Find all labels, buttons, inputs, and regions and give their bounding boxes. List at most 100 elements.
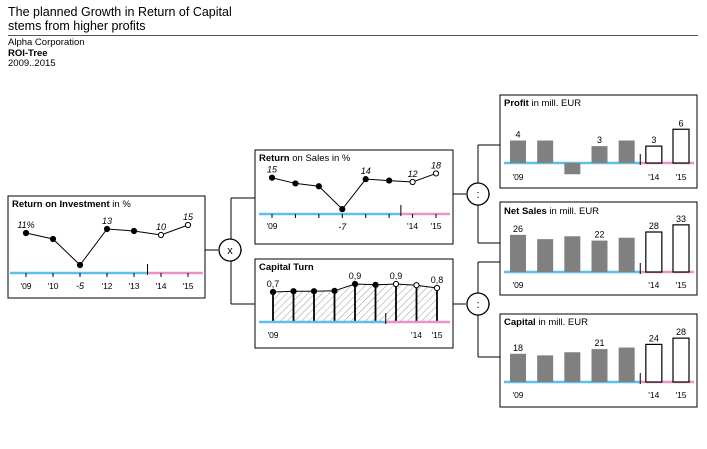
data-point — [409, 178, 416, 186]
data-label: -7 — [338, 222, 347, 232]
tick-label: '15 — [675, 390, 686, 400]
data-label: 18 — [513, 343, 523, 353]
bar — [591, 349, 608, 382]
title-line-2: stems from higher profits — [8, 19, 146, 33]
data-label: 21 — [594, 338, 604, 348]
panel-title: Return on Investment in % — [12, 199, 131, 210]
data-label: 15 — [267, 165, 278, 175]
data-point — [339, 206, 346, 213]
data-label: 26 — [513, 224, 523, 234]
title-divider — [8, 35, 698, 36]
data-label: 24 — [649, 333, 659, 343]
data-point — [372, 281, 379, 288]
data-label: 3 — [651, 135, 656, 145]
data-label: 10 — [156, 222, 166, 232]
data-label: 0,7 — [267, 279, 280, 289]
bar — [591, 240, 608, 272]
data-point — [157, 231, 165, 239]
data-label: 28 — [676, 327, 686, 337]
bar — [510, 140, 526, 163]
data-point — [386, 177, 393, 184]
bar — [645, 145, 663, 164]
bar — [672, 337, 690, 383]
bar — [537, 239, 554, 272]
data-point — [292, 180, 299, 187]
bar — [672, 128, 690, 164]
data-label: 0,8 — [431, 275, 444, 285]
data-label: 15 — [183, 212, 194, 222]
bar — [537, 140, 554, 163]
bar — [564, 236, 581, 272]
data-point — [76, 261, 84, 269]
data-point — [315, 183, 322, 190]
tick-label: '15 — [675, 172, 686, 182]
data-point — [22, 229, 30, 237]
data-label: 11% — [17, 220, 34, 230]
svg-text:x: x — [227, 245, 233, 257]
tick-label: '13 — [128, 281, 139, 291]
data-label: 33 — [676, 214, 686, 224]
tick-label: '09 — [512, 280, 523, 290]
report-period: 2009..2015 — [8, 58, 56, 69]
svg-text::: : — [476, 189, 479, 201]
bar — [564, 163, 581, 175]
bar — [591, 146, 608, 163]
data-label: 28 — [649, 221, 659, 231]
svg-text::: : — [476, 299, 479, 311]
data-point — [184, 221, 192, 229]
tick-label: '15 — [431, 330, 442, 340]
panel-return-on-investment: Return on Investment in % 11% -5 13 10 15 '09… — [7, 195, 206, 299]
data-point — [392, 280, 400, 288]
tick-label: '10 — [47, 281, 58, 291]
data-point — [413, 282, 420, 289]
data-point — [331, 287, 338, 294]
bar — [618, 237, 635, 272]
tick-label: '09 — [267, 330, 278, 340]
bar — [510, 353, 526, 382]
data-point — [432, 170, 440, 177]
tick-label: '14 — [407, 221, 418, 231]
tick-label: '15 — [675, 280, 686, 290]
tick-label: '14 — [411, 330, 422, 340]
panel-title: Capital Turn — [259, 262, 314, 273]
tick-label: '09 — [512, 390, 523, 400]
panel-capital-turn: Capital Turn 0,7 0,9 0,9 0,8 '09 '14 '15 — [254, 258, 454, 349]
data-label: 4 — [515, 130, 520, 140]
tick-label: '09 — [266, 221, 277, 231]
bar — [645, 343, 663, 383]
tick-label: '15 — [430, 221, 441, 231]
bar — [510, 234, 526, 272]
company-name: Alpha Corporation — [8, 37, 85, 48]
page-title: The planned Growth in Return of Capital … — [8, 5, 232, 33]
bar — [645, 231, 663, 273]
data-label: 13 — [102, 216, 112, 226]
data-point — [269, 288, 277, 296]
data-point — [49, 235, 57, 243]
data-label: 0,9 — [390, 271, 403, 281]
data-point — [351, 280, 359, 288]
bar — [618, 140, 635, 163]
data-point — [310, 288, 318, 295]
title-line-1: The planned Growth in Return of Capital — [8, 5, 232, 19]
panel-title: Return on Sales in % — [259, 153, 351, 164]
panel-title: Profit in mill. EUR — [504, 98, 581, 109]
data-label: -5 — [76, 281, 85, 291]
data-label: 12 — [408, 169, 418, 179]
data-label: 6 — [678, 118, 683, 128]
bar — [672, 224, 690, 273]
data-label: 3 — [597, 135, 602, 145]
data-point — [433, 284, 441, 292]
tick-label: '14 — [648, 280, 659, 290]
tick-label: '09 — [20, 281, 31, 291]
series-line — [271, 172, 437, 210]
data-label: 0,9 — [349, 271, 362, 281]
tick-label: '12 — [101, 281, 112, 291]
data-label: 14 — [361, 166, 371, 176]
data-point — [130, 227, 138, 235]
divide-operator-bottom: : — [466, 292, 490, 316]
